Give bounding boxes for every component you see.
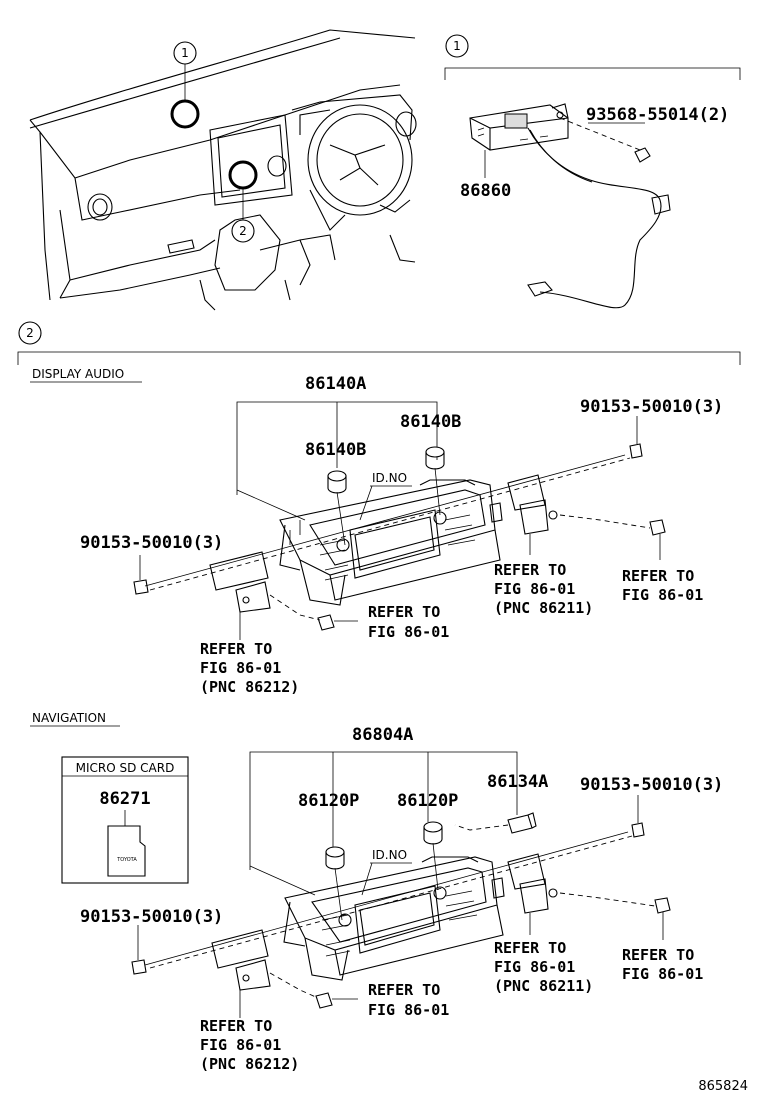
nav-ref-right-mid-line3: (PNC 86211): [494, 977, 593, 995]
da-ref-bottom-left-line3: (PNC 86212): [200, 678, 299, 696]
nav-ref-right-line1: REFER TO: [622, 946, 694, 964]
nav-assembly-part: 86804A: [352, 725, 413, 745]
sd-card-text: TOYOTA: [116, 857, 137, 863]
da-assembly-part: 86140A: [305, 374, 366, 394]
da-knob-right-part: 86140B: [400, 412, 461, 432]
screw-part-label: 93568-55014(2): [586, 105, 729, 125]
da-screw-left-part: 90153-50010(3): [80, 533, 223, 553]
da-screw-right-part: 90153-50010(3): [580, 397, 723, 417]
callout-2: 2: [239, 224, 247, 238]
da-knob-left: [327, 470, 347, 494]
da-ref-bottom-mid-line2: FIG 86-01: [368, 623, 449, 641]
nav-ref-right-line2: FIG 86-01: [622, 965, 703, 983]
module-part-label: 86860: [460, 181, 511, 201]
micro-sd-box: MICRO SD CARD 86271 TOYOTA: [61, 756, 189, 884]
display-audio-heading: DISPLAY AUDIO: [32, 367, 124, 381]
inset-1-number: 1: [453, 39, 461, 53]
nav-ref-bottom-mid-line1: REFER TO: [368, 981, 440, 999]
da-ref-right-mid-line2: FIG 86-01: [494, 580, 575, 598]
da-ref-right-line2: FIG 86-01: [622, 586, 703, 604]
da-ref-right-mid-line3: (PNC 86211): [494, 599, 593, 617]
da-ref-bottom-left-line2: FIG 86-01: [200, 659, 281, 677]
sd-box-title: MICRO SD CARD: [76, 761, 175, 775]
dashboard-overview: 1 2: [29, 29, 417, 311]
nav-ref-bottom-left-line1: REFER TO: [200, 1017, 272, 1035]
nav-bracket-left: [211, 929, 271, 991]
da-id-label: ID.NO: [372, 471, 407, 485]
nav-connector: [507, 812, 537, 834]
da-knob-right: [425, 446, 445, 470]
da-ref-right-mid-line1: REFER TO: [494, 561, 566, 579]
nav-connector-part: 86134A: [487, 772, 548, 792]
nav-ref-bottom-mid-line2: FIG 86-01: [368, 1001, 449, 1019]
nav-ref-right-mid-line2: FIG 86-01: [494, 958, 575, 976]
nav-knob-right-part: 86120P: [397, 791, 458, 811]
sd-part-label: 86271: [99, 789, 150, 809]
da-head-unit: [279, 479, 503, 606]
da-bracket-left: [209, 551, 271, 613]
nav-ref-bottom-left-line3: (PNC 86212): [200, 1055, 299, 1073]
nav-knob-left-part: 86120P: [298, 791, 359, 811]
nav-ref-right-mid-line1: REFER TO: [494, 939, 566, 957]
da-bracket-right: [507, 474, 558, 535]
nav-screw-left-part: 90153-50010(3): [80, 907, 223, 927]
figure-number: 865824: [698, 1079, 748, 1094]
nav-knob-left: [325, 846, 345, 870]
da-knob-left-part: 86140B: [305, 440, 366, 460]
nav-screw-right-part: 90153-50010(3): [580, 775, 723, 795]
navigation-section: NAVIGATION MICRO SD CARD 86271 TOYOTA 86…: [30, 711, 723, 1073]
da-ref-right-line1: REFER TO: [622, 567, 694, 585]
nav-knob-right: [423, 821, 443, 845]
callout-1: 1: [181, 46, 189, 60]
navigation-heading: NAVIGATION: [32, 711, 106, 725]
inset-1: 1 93568-55014(2) 86860: [444, 34, 741, 309]
nav-bracket-right: [507, 853, 558, 914]
da-ref-bottom-mid-line1: REFER TO: [368, 603, 440, 621]
module-86860-drawing: [469, 103, 569, 151]
nav-id-label: ID.NO: [372, 848, 407, 862]
da-ref-bottom-left-line1: REFER TO: [200, 640, 272, 658]
section-2-number: 2: [26, 326, 34, 340]
display-audio-section: DISPLAY AUDIO 86140A 86140B 86140B ID.NO: [30, 367, 723, 696]
nav-ref-bottom-left-line2: FIG 86-01: [200, 1036, 281, 1054]
